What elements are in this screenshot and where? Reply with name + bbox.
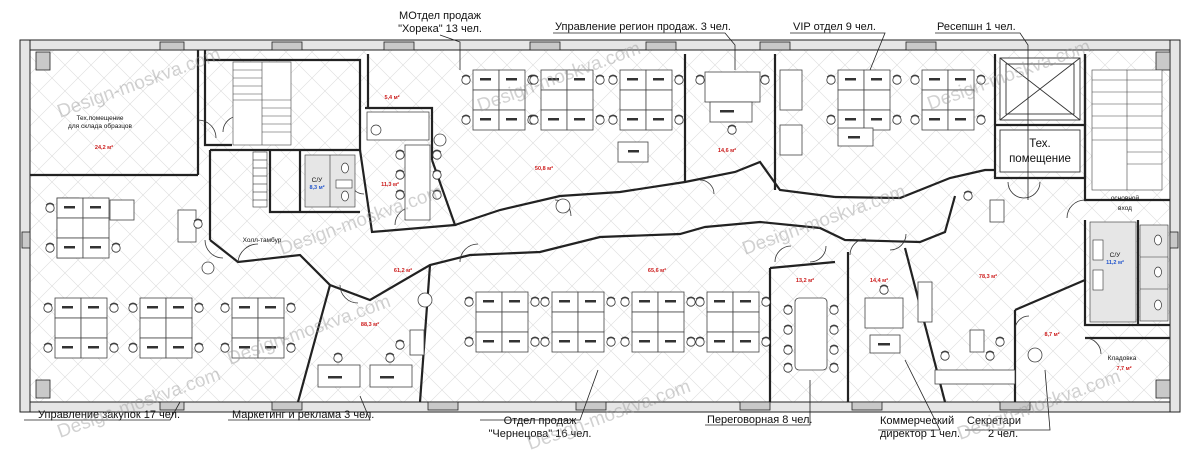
callout-secretaries-2: 2 чел. [988, 428, 1018, 440]
area-secretaries: 8,7 м² [1044, 331, 1059, 338]
wc-left-label: С/У [312, 177, 324, 184]
callouts: МОтдел продаж "Хорека" 13 чел. Управлени… [38, 10, 1021, 440]
purchasing-desks [44, 198, 295, 358]
plants [201, 133, 571, 308]
area-hall: 61,2 м² [394, 267, 412, 274]
area-marketing: 88,3 м² [361, 321, 379, 328]
elevator-shaft [999, 57, 1081, 173]
director-desk [864, 284, 904, 354]
area-meeting: 13,2 м² [796, 277, 814, 284]
callout-purchasing: Управление закупок 17 чел. [38, 409, 180, 421]
tech-room-label-2: помещение [1009, 153, 1071, 165]
stairs-right [1091, 69, 1163, 191]
storage-title-2: для склада образцов [68, 122, 132, 130]
room-labels: Тех.помещение для склада образцов 24,2 м… [68, 94, 1140, 372]
callout-secretaries-1: Секретари [967, 415, 1021, 427]
area-commercial: 14,4 м² [870, 277, 888, 284]
area-kitchen: 11,3 м² [381, 181, 399, 188]
callout-horeca-2: "Хорека" 13 чел. [398, 23, 482, 35]
callout-chernetsov-1: Отдел продаж [504, 415, 577, 427]
storage-area: 24,2 м² [95, 144, 113, 151]
hall-label: Холл-тамбур [243, 236, 282, 244]
pantry-label: Кладовка [1108, 355, 1137, 362]
regions-desks [695, 71, 770, 135]
callout-regions: Управление регион продаж. 3 чел. [555, 21, 731, 33]
marketing-desks [317, 329, 425, 388]
area-horeca: 50,8 м² [535, 165, 553, 172]
wall-piers [21, 41, 1179, 411]
callout-vip: VIP отдел 9 чел. [793, 21, 876, 33]
callout-reception: Ресепшн 1 чел. [937, 21, 1016, 33]
callout-horeca-1: МОтдел продаж [399, 10, 482, 22]
wc-right-area: 11,2 м² [1106, 259, 1124, 266]
storage-title-1: Тех.помещение [76, 115, 123, 122]
vip-desks [779, 70, 985, 156]
tech-room-label-1: Тех. [1029, 138, 1050, 150]
callout-commercial-2: директор 1 чел. [880, 428, 960, 440]
area-reception: 78,3 м² [979, 273, 997, 280]
stairs-left [232, 61, 292, 146]
doors [197, 115, 1102, 355]
wc-left-fixtures [252, 151, 356, 208]
leader-lines [24, 32, 1051, 431]
pantry-area: 7,7 м² [1116, 365, 1131, 372]
callout-chernetsov-2: "Чернецова" 16 чел. [488, 428, 591, 440]
wc-right-label: С/У [1110, 252, 1122, 259]
kitchen-furniture [366, 111, 442, 221]
area-small-top: 5,4 м² [384, 94, 399, 101]
horeca-desks [462, 70, 683, 163]
callout-meeting: Переговорная 8 чел. [707, 414, 812, 426]
reception-furniture [917, 190, 1043, 385]
main-entrance-label-1: основной [1111, 194, 1140, 202]
area-chernetsov: 65,6 м² [648, 267, 666, 274]
area-regions: 14,6 м² [718, 147, 736, 154]
meeting-table [783, 297, 839, 373]
wc-left-area: 8,3 м² [309, 184, 324, 191]
callout-commercial-1: Коммерческий [880, 415, 954, 427]
wc-right-fixtures [1089, 221, 1169, 323]
main-entrance-label-2: вход [1118, 205, 1132, 212]
callout-marketing: Маркетинг и реклама 3 чел. [232, 409, 374, 421]
